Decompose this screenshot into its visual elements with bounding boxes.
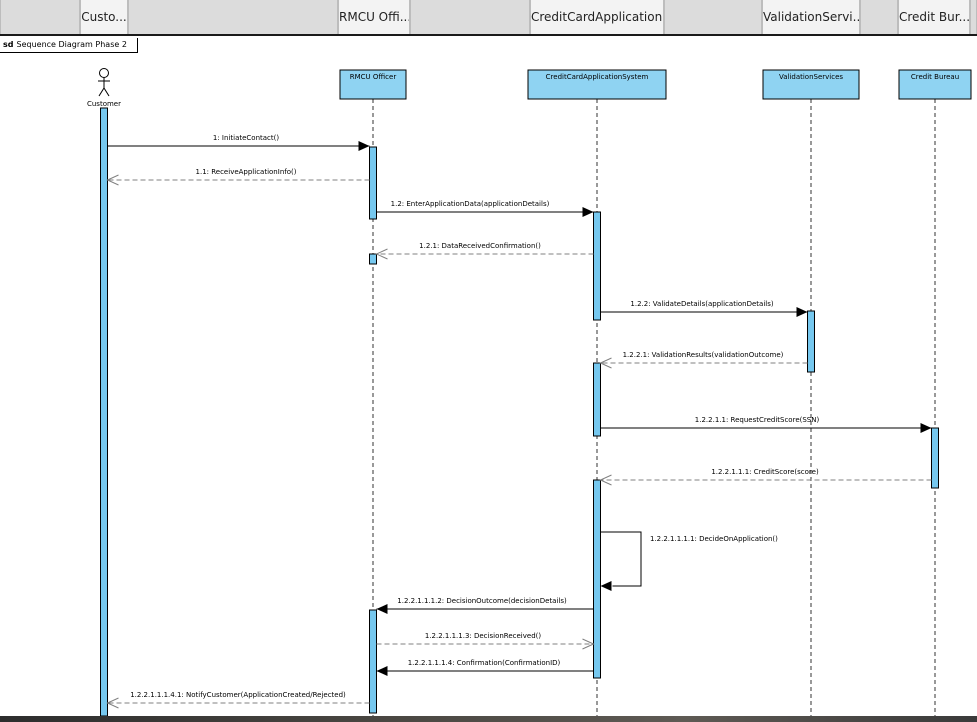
- taskbar-strip: [0, 716, 977, 722]
- activation-bar-system: [593, 362, 601, 437]
- activation-bar-officer: [369, 253, 377, 265]
- message-arrowhead: [920, 423, 932, 433]
- message-1: 1: InitiateContact(): [107, 134, 370, 151]
- activation-bar-bureau: [931, 427, 939, 489]
- message-arrowhead: [376, 666, 388, 676]
- message-label: 1: InitiateContact(): [213, 134, 279, 142]
- message-6: 1.2.2.1: ValidationResults(validationOut…: [599, 351, 808, 369]
- lifeline-box-officer: [339, 69, 407, 100]
- lifeline-label-bureau: Credit Bureau: [911, 73, 959, 81]
- activation-bar-system: [593, 479, 601, 679]
- actor-leg: [103, 87, 110, 97]
- message-13: 1.2.2.1.1.1.4.1: NotifyCustomer(Applicat…: [106, 691, 370, 709]
- message-arrowhead: [599, 474, 612, 486]
- lifeline-label-customer: Customer: [87, 100, 121, 108]
- message-arrowhead: [106, 174, 119, 186]
- message-5: 1.2.2: ValidateDetails(applicationDetail…: [600, 300, 808, 317]
- message-label: 1.2.2.1.1.1.3: DecisionReceived(): [425, 632, 541, 640]
- actor-leg: [98, 87, 105, 97]
- message-label: 1.2.2.1.1: RequestCreditScore(SSN): [695, 416, 820, 424]
- message-label: 1.2.2.1.1.1: CreditScore(score): [711, 468, 819, 476]
- message-arrowhead: [600, 581, 612, 591]
- message-arrowhead: [106, 697, 119, 709]
- message-10: 1.2.2.1.1.1.2: DecisionOutcome(decisionD…: [376, 597, 594, 614]
- header-cell-system[interactable]: CreditCardApplication...: [530, 0, 664, 34]
- message-9: 1.2.2.1.1.1.1: DecideOnApplication(): [600, 531, 778, 591]
- actor-head: [99, 68, 109, 78]
- message-7: 1.2.2.1.1: RequestCreditScore(SSN): [600, 416, 932, 433]
- header-spacer: [410, 0, 530, 34]
- header-cell-bureau[interactable]: Credit Bur...: [898, 0, 970, 34]
- header-cell-officer[interactable]: RMCU Offi...: [338, 0, 410, 34]
- message-label: 1.2.2: ValidateDetails(applicationDetail…: [630, 300, 773, 308]
- message-line: [600, 531, 642, 587]
- header-spacer: [0, 0, 80, 34]
- message-label: 1.2.1: DataReceivedConfirmation(): [419, 242, 541, 250]
- activation-bar-system: [593, 211, 601, 321]
- lifeline-box-system: [527, 69, 667, 100]
- message-3: 1.2: EnterApplicationData(applicationDet…: [376, 200, 594, 217]
- lifeline-header-bar: Custo... RMCU Offi... CreditCardApplicat…: [0, 0, 977, 36]
- message-4: 1.2.1: DataReceivedConfirmation(): [375, 242, 594, 260]
- actor-figure-icon: [98, 68, 110, 97]
- message-arrowhead: [599, 357, 612, 369]
- activation-bar-validation: [807, 310, 815, 373]
- header-spacer: [860, 0, 898, 34]
- message-2: 1.1: ReceiveApplicationInfo(): [106, 168, 370, 186]
- message-label: 1.2.2.1.1.1.4: Confirmation(Confirmation…: [408, 659, 561, 667]
- header-cell-validation[interactable]: ValidationServi...: [762, 0, 860, 34]
- message-label: 1.1: ReceiveApplicationInfo(): [196, 168, 297, 176]
- message-8: 1.2.2.1.1.1: CreditScore(score): [599, 468, 932, 486]
- lifeline-label-validation: ValidationServices: [779, 73, 843, 81]
- header-spacer: [128, 0, 338, 34]
- header-spacer: [664, 0, 762, 34]
- message-arrowhead: [358, 141, 370, 151]
- activation-bar-customer: [100, 107, 108, 717]
- message-arrowhead: [582, 638, 595, 650]
- message-arrowhead: [582, 207, 594, 217]
- message-11: 1.2.2.1.1.1.3: DecisionReceived(): [376, 632, 595, 650]
- lifeline-label-system: CreditCardApplicationSystem: [546, 73, 649, 81]
- lifeline-box-validation: [762, 69, 860, 100]
- message-label: 1.2.2.1: ValidationResults(validationOut…: [623, 351, 784, 359]
- header-cell-customer[interactable]: Custo...: [80, 0, 128, 34]
- message-arrowhead: [376, 604, 388, 614]
- lifeline-box-bureau: [898, 69, 972, 100]
- message-12: 1.2.2.1.1.1.4: Confirmation(Confirmation…: [376, 659, 594, 676]
- message-label: 1.2.2.1.1.1.2: DecisionOutcome(decisionD…: [397, 597, 567, 605]
- message-label: 1.2.2.1.1.1.1: DecideOnApplication(): [650, 535, 778, 543]
- message-label: 1.2.2.1.1.1.4.1: NotifyCustomer(Applicat…: [130, 691, 346, 699]
- frame-kind: sd: [3, 40, 14, 49]
- activation-bar-officer: [369, 609, 377, 714]
- lifeline-label-officer: RMCU Officer: [350, 73, 397, 81]
- activation-bar-officer: [369, 146, 377, 220]
- frame-title: Sequence Diagram Phase 2: [16, 40, 127, 49]
- message-arrowhead: [375, 248, 388, 260]
- message-arrowhead: [796, 307, 808, 317]
- message-label: 1.2: EnterApplicationData(applicationDet…: [391, 200, 550, 208]
